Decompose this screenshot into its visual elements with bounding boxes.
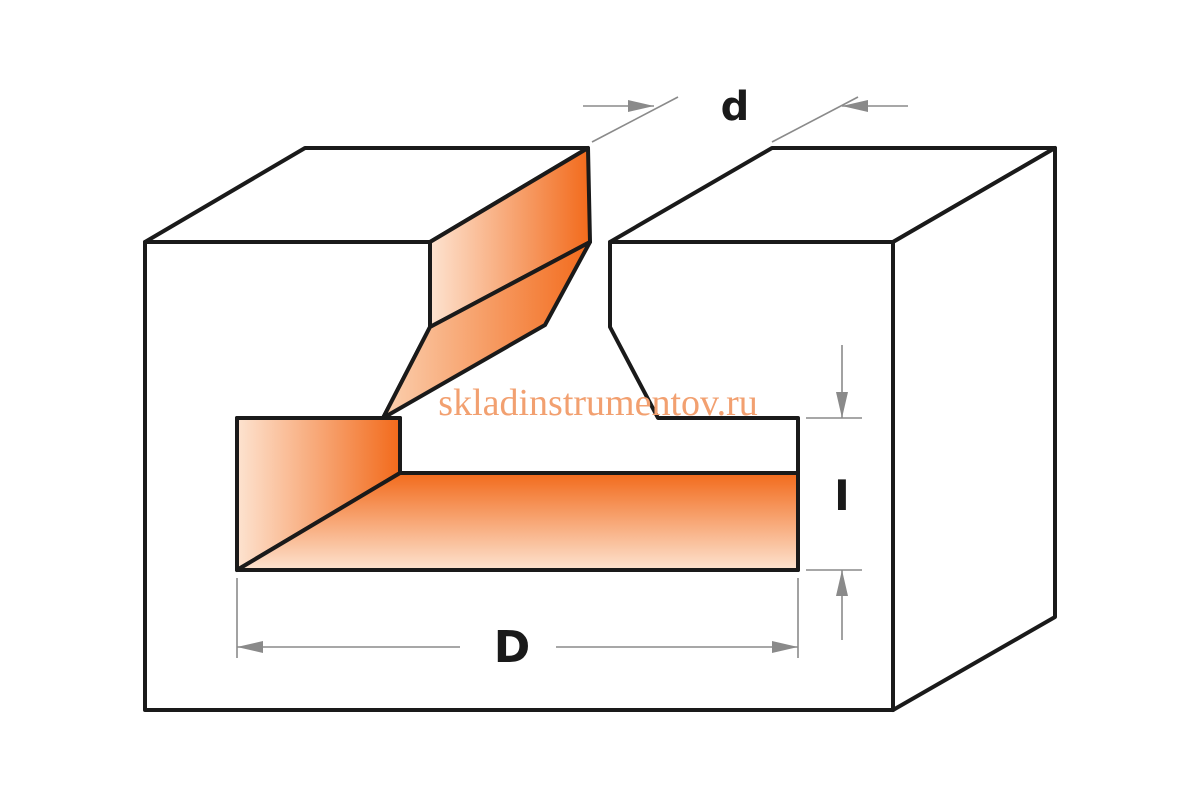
extension-line-d-right <box>771 96 859 143</box>
arrowhead-I-bottom <box>836 570 848 596</box>
right-side-face <box>891 146 1057 712</box>
arrowhead-d-left <box>628 100 654 112</box>
arrowhead-I-top <box>836 392 848 418</box>
watermark-text: skladinstrumentov.ru <box>438 382 757 424</box>
label-D: D <box>494 622 531 673</box>
extension-line-d-left <box>591 96 679 143</box>
dimension-d: d <box>583 84 908 143</box>
label-d: d <box>721 84 750 130</box>
dimension-I: I <box>806 345 862 640</box>
chamfer-surface <box>381 240 592 420</box>
dimension-D: D <box>236 578 799 673</box>
arrowhead-d-right <box>842 100 868 112</box>
arrowhead-D-right <box>772 641 798 653</box>
label-I: I <box>834 471 850 520</box>
workpiece-block <box>143 146 1057 712</box>
slot-back-wall <box>235 471 800 572</box>
cut-surfaces <box>235 146 800 572</box>
arrowhead-D-left <box>237 641 263 653</box>
